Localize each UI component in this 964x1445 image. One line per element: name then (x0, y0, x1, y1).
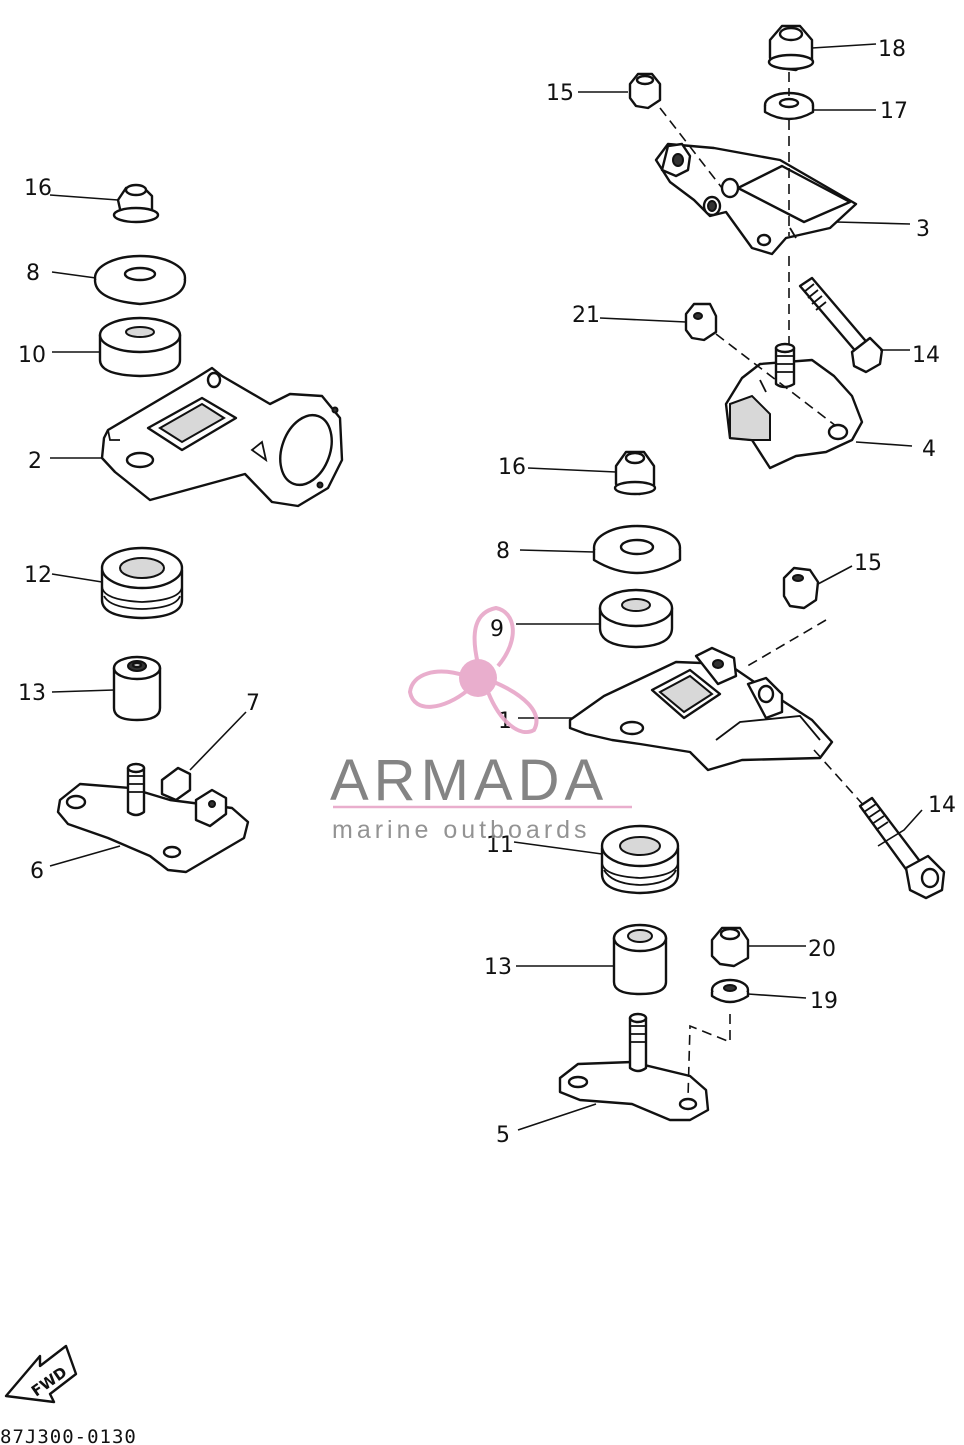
nut-16-right (613, 450, 657, 496)
nut-15-top (628, 72, 662, 110)
propeller-blade (407, 669, 470, 709)
bolt-14-right (858, 796, 946, 900)
callout-11: 11 (486, 833, 514, 858)
washer-17 (763, 91, 815, 121)
damper-11 (600, 824, 680, 895)
armada-watermark: ARMADA marine outboards (330, 605, 632, 844)
callout-8: 8 (496, 539, 510, 564)
callout-9: 9 (490, 617, 504, 642)
callout-4: 4 (922, 437, 936, 462)
callout-8: 8 (26, 261, 40, 286)
left-collar-13 (112, 655, 162, 722)
callout-18: 18 (878, 37, 906, 62)
bolt-14-top (798, 276, 884, 374)
callout-10: 10 (18, 343, 46, 368)
callout-16: 16 (24, 176, 52, 201)
damper-9 (598, 588, 674, 649)
callout-7: 7 (246, 691, 260, 716)
left-damper-10 (98, 316, 182, 378)
callout-19: 19 (810, 989, 838, 1014)
propeller-blade (472, 605, 515, 668)
propeller-logo (407, 605, 539, 734)
nut-18 (767, 24, 815, 72)
left-washer-8 (93, 254, 187, 306)
plate-5 (558, 1012, 710, 1122)
callout-6: 6 (30, 859, 44, 884)
bracket-1 (568, 646, 834, 772)
callout-14: 14 (912, 343, 940, 368)
left-plate-6 (56, 762, 250, 874)
callout-20: 20 (808, 937, 836, 962)
propeller-blade (486, 680, 539, 734)
mount-4 (724, 342, 864, 470)
callout-13: 13 (484, 955, 512, 980)
fwd-arrow-icon: FWD (4, 1344, 78, 1404)
callout-15: 15 (546, 81, 574, 106)
callout-15: 15 (854, 551, 882, 576)
bracket-3 (654, 142, 858, 256)
nut-15-right (782, 566, 820, 610)
nut-21 (684, 302, 718, 342)
callout-12: 12 (24, 563, 52, 588)
drawing-code: 87J300-0130 (0, 1426, 137, 1445)
propeller-hub (459, 659, 497, 697)
callout-17: 17 (880, 99, 908, 124)
callout-14: 14 (928, 793, 956, 818)
washer-19 (710, 978, 750, 1004)
callout-16: 16 (498, 455, 526, 480)
watermark-title: ARMADA (330, 748, 608, 813)
washer-8-right (592, 524, 682, 575)
callout-5: 5 (496, 1123, 510, 1148)
callout-2: 2 (28, 449, 42, 474)
callout-3: 3 (916, 217, 930, 242)
watermark-subtitle: marine outboards (332, 816, 591, 844)
nut-20 (710, 926, 750, 968)
left-nut-16 (112, 183, 160, 224)
callout-21: 21 (572, 303, 600, 328)
collar-13-right (612, 923, 668, 996)
left-damper-12 (100, 546, 184, 620)
left-bracket-2 (100, 366, 344, 508)
callout-13: 13 (18, 681, 46, 706)
